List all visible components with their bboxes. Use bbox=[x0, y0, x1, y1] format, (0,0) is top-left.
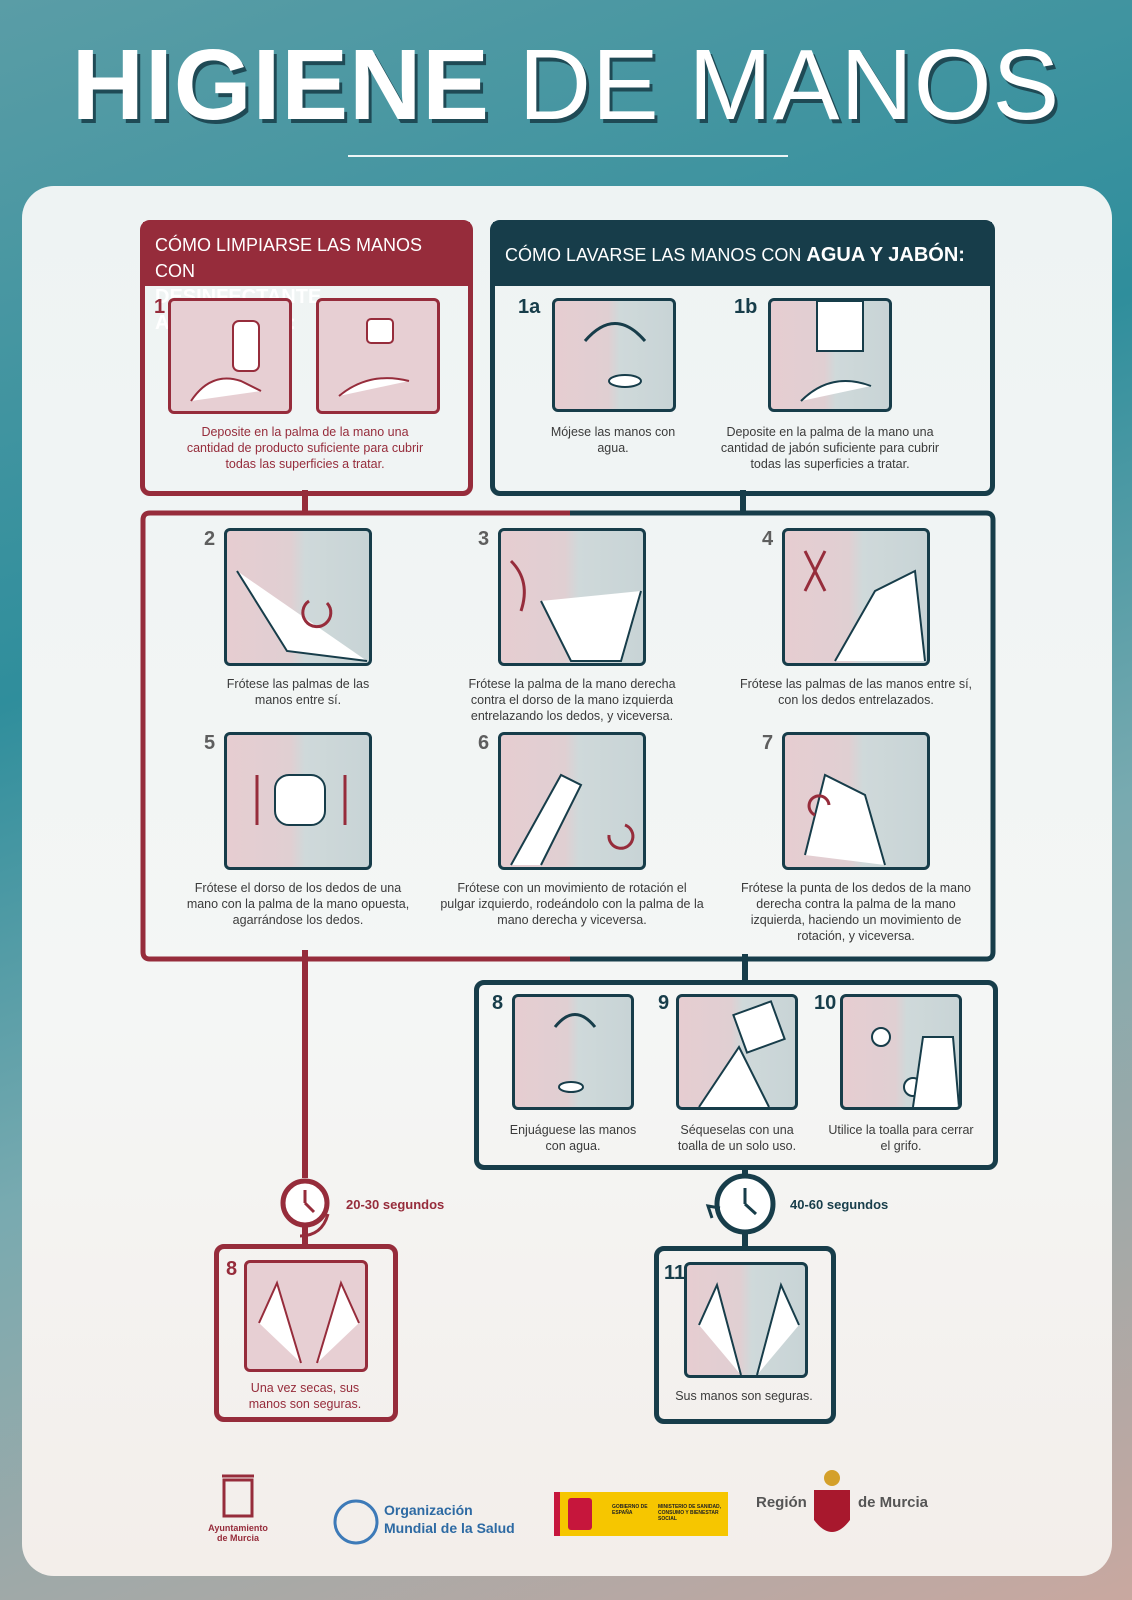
step-number: 1 bbox=[154, 296, 166, 318]
coat-of-arms-icon bbox=[568, 1498, 592, 1530]
step4-image bbox=[782, 528, 930, 666]
step-number: 9 bbox=[658, 992, 670, 1014]
step9-caption: Séqueselas con una toalla de un solo uso… bbox=[677, 1123, 797, 1153]
step1a-image bbox=[552, 298, 676, 412]
alcohol-header: CÓMO LIMPIARSE LAS MANOS CON DESINFECTAN… bbox=[143, 222, 470, 334]
step-number: 5 bbox=[204, 732, 216, 754]
step8-water-caption: Enjuáguese las manos con agua. bbox=[509, 1123, 637, 1153]
alcohol-final-box bbox=[214, 1244, 398, 1422]
step1b-image bbox=[768, 298, 892, 412]
step9-image bbox=[676, 994, 798, 1110]
page-title: HIGIENE DE MANOS bbox=[71, 29, 1061, 141]
castle-icon bbox=[222, 1474, 254, 1518]
step-number: 1b bbox=[734, 296, 758, 318]
step6-image bbox=[498, 732, 646, 870]
step2-caption: Frótese las palmas de las manos entre sí… bbox=[226, 677, 370, 707]
common-box-border bbox=[140, 510, 996, 962]
step-number: 4 bbox=[762, 528, 774, 550]
step11-image bbox=[684, 1262, 808, 1378]
rinse-box bbox=[474, 980, 998, 1170]
ayuntamiento-logo: Ayuntamiento de Murcia bbox=[206, 1466, 270, 1543]
step-number: 3 bbox=[478, 528, 490, 550]
step8-alcohol-caption: Una vez secas, sus manos son seguras. bbox=[248, 1381, 362, 1411]
globe-icon bbox=[333, 1499, 379, 1545]
water-final-box bbox=[654, 1246, 836, 1424]
step1a-caption: Mójese las manos con agua. bbox=[550, 425, 676, 455]
water-header: CÓMO LAVARSE LAS MANOS CON AGUA Y JABÓN: bbox=[493, 222, 992, 286]
step-number: 8 bbox=[492, 992, 504, 1014]
step8-alcohol-image bbox=[244, 1260, 368, 1372]
step4-caption: Frótese las palmas de las manos entre sí… bbox=[739, 677, 973, 707]
step7-image bbox=[782, 732, 930, 870]
step7-caption: Frótese la punta de los dedos de la mano… bbox=[740, 881, 971, 943]
step11-caption: Sus manos son seguras. bbox=[675, 1389, 813, 1403]
step5-image bbox=[224, 732, 372, 870]
step1-alcohol-image-b bbox=[316, 298, 440, 414]
water-timer-label: 40-60 segundos bbox=[790, 1197, 889, 1212]
step-number: 10 bbox=[814, 992, 837, 1014]
step-number: 8 bbox=[226, 1258, 238, 1280]
step-number: 6 bbox=[478, 732, 490, 754]
step-number: 7 bbox=[762, 732, 774, 754]
step-number: 2 bbox=[204, 528, 216, 550]
shield-icon bbox=[814, 1470, 850, 1532]
step-number: 1a bbox=[518, 296, 541, 318]
gobierno-logo: GOBIERNO DE ESPAÑA MINISTERIO DE SANIDAD… bbox=[554, 1492, 728, 1536]
step8-water-image bbox=[512, 994, 634, 1110]
step6-caption: Frótese con un movimiento de rotación el… bbox=[440, 881, 704, 927]
content-panel bbox=[22, 186, 1112, 1576]
step2-image bbox=[224, 528, 372, 666]
step10-caption: Utilice la toalla para cerrar el grifo. bbox=[828, 1123, 974, 1153]
step-number: 11 bbox=[664, 1262, 686, 1284]
alcohol-timer-label: 20-30 segundos bbox=[346, 1197, 445, 1212]
step5-caption: Frótese el dorso de los dedos de una man… bbox=[186, 881, 410, 927]
step1-alcohol-caption: Deposite en la palma de la mano una cant… bbox=[186, 425, 424, 471]
step1b-caption: Deposite en la palma de la mano una cant… bbox=[720, 425, 940, 471]
step10-image bbox=[840, 994, 962, 1110]
step3-image bbox=[498, 528, 646, 666]
region-murcia-logo: Región de Murcia bbox=[756, 1468, 936, 1548]
step1-alcohol-image-a bbox=[168, 298, 292, 414]
step3-caption: Frótese la palma de la mano derecha cont… bbox=[468, 677, 676, 723]
title-divider bbox=[348, 155, 788, 157]
